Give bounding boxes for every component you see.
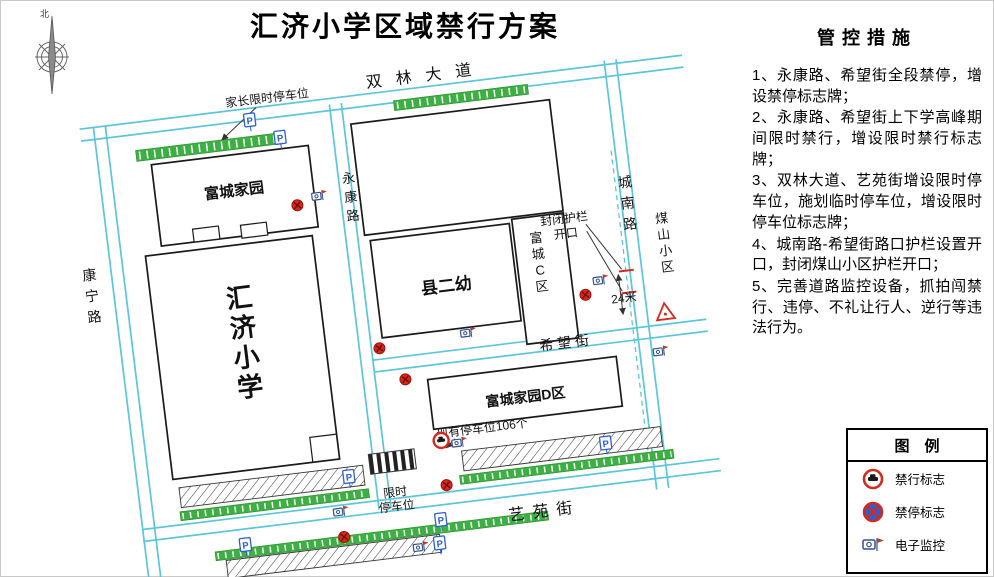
label-meishan: 煤山小区	[654, 210, 675, 275]
compass-north-label: 北	[40, 9, 49, 19]
closed-rail-leader-1	[585, 223, 622, 270]
camera-icon	[592, 273, 610, 287]
building-kindergarten	[369, 222, 523, 339]
measure-item-5: 5、完善道路监控设备，抓拍闯禁行、违停、不礼让行人、逆行等违法行为。	[752, 277, 982, 337]
camera-icon	[652, 344, 671, 358]
annotation-timed-parking-line1: 限时	[382, 484, 408, 501]
measure-item-3: 3、双林大道、艺苑街增设限时停车位，施划临时停车位，增设限时停车位标志牌；	[752, 172, 982, 231]
no-entry-sign-icon	[862, 468, 884, 489]
warning-triangle-icon	[655, 301, 677, 322]
label-huiji-school: 汇济小学	[225, 281, 266, 403]
map-rotated-group: 富城家园 汇济小学 县二幼 富城C区 煤山小区 富城家园D区 双林大道 康宁路 …	[79, 54, 721, 577]
building-fucheng-c-block	[510, 211, 580, 346]
no-parking-sign-icon	[372, 341, 387, 356]
annotation-closed-rail-line1: 封闭护栏	[539, 208, 588, 229]
parking-strip-yiyuan-north-west	[179, 488, 370, 522]
annotation-timed-parking-line2: 停车位	[378, 496, 416, 515]
annotation-closed-rail-line2: 开口	[553, 225, 579, 242]
parking-strip-yiyuan-south	[214, 510, 549, 562]
no-entry-sign-icon	[431, 430, 451, 451]
legend-label-camera: 电子监控	[895, 539, 946, 553]
building-annex-2	[239, 221, 269, 239]
legend-label-no-parking: 禁停标志	[895, 506, 946, 520]
parking-sign-icon	[273, 129, 288, 151]
parking-sign-icon	[242, 112, 258, 133]
measure-item-4: 4、城南路-希望街路口护栏设置开口，封闭煤山小区护栏开口；	[752, 235, 982, 274]
legend-row-no-parking: 禁停标志	[848, 495, 986, 528]
label-road-yongkang: 永康路	[341, 170, 360, 224]
legend-row-no-entry: 禁行标志	[848, 462, 986, 495]
measures-title: 管控措施	[817, 28, 917, 48]
road-kangning	[92, 125, 174, 577]
road-chengnan	[603, 59, 670, 490]
closed-rail-leader-2	[586, 230, 623, 292]
building-school-notch	[309, 433, 337, 463]
parking-strip-top	[393, 83, 529, 111]
compass-icon: 北	[35, 9, 69, 95]
camera-icon	[332, 504, 351, 518]
label-fucheng-c: 富城C区	[529, 230, 550, 295]
road-shuanglin-avenue	[79, 54, 684, 142]
legend-box: 图 例 禁行标志 禁停标志 电子监控	[846, 428, 988, 574]
building-annex-1	[191, 225, 221, 243]
crosswalk	[367, 448, 417, 475]
no-parking-sign-icon	[862, 501, 884, 522]
no-parking-sign-icon	[398, 372, 413, 387]
building-fucheng-d	[426, 355, 624, 431]
label-road-xiwang: 希望街	[538, 331, 594, 353]
legend-title: 图 例	[848, 430, 986, 462]
parking-strip-yiyuan-north-east	[459, 448, 675, 485]
parking-lot-east	[461, 426, 664, 472]
measure-item-2: 2、永康路、希望街上下学高峰期间限时禁行，增设限时禁行标志牌；	[752, 109, 982, 168]
guardrail-line	[610, 150, 650, 459]
building-huiji-school	[144, 234, 341, 481]
label-road-kangning: 康宁路	[81, 266, 102, 325]
no-parking-sign-icon	[439, 478, 454, 492]
measures-panel: 管控措施 1、永康路、希望街全段禁停，增设禁停标志牌； 2、永康路、希望街上下学…	[752, 24, 982, 340]
map-canvas: P 北	[35, 9, 721, 577]
no-parking-sign-icon	[578, 287, 593, 302]
legend-row-camera: 电子监控	[848, 528, 986, 561]
legend-label-no-entry: 禁行标志	[895, 473, 946, 487]
camera-icon	[862, 537, 884, 551]
label-road-chengnan: 城南路	[617, 173, 638, 232]
parking-lot-west	[178, 464, 366, 509]
page-title: 汇济小学区域禁行方案	[249, 12, 560, 43]
rail-opening-mark-1	[618, 268, 634, 273]
building-north-block	[349, 98, 565, 237]
building-fucheng-home	[150, 144, 320, 248]
road-yiyuan	[141, 457, 721, 543]
road-yongkang	[328, 102, 392, 510]
distance-dimension-line	[615, 273, 626, 316]
measure-item-1: 1、永康路、希望街全段禁停，增设禁停标志牌；	[752, 67, 982, 105]
